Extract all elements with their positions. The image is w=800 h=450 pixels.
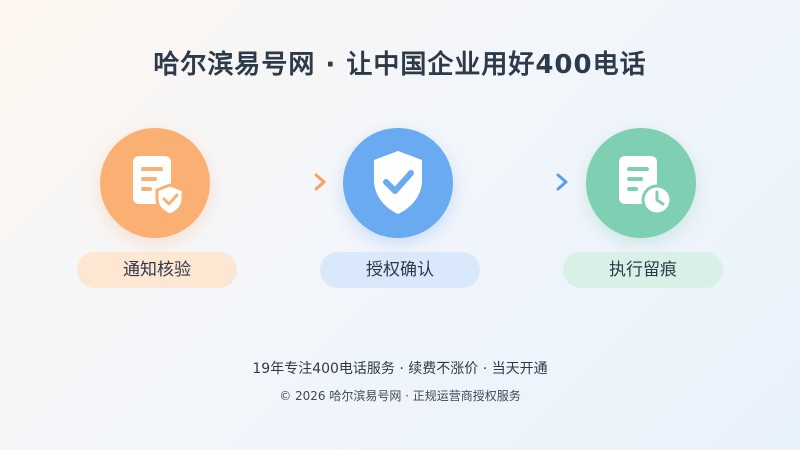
footer-copyright: © 2026 哈尔滨易号网 · 正规运营商授权服务: [279, 389, 521, 403]
page-title: 哈尔滨易号网 · 让中国企业用好400电话: [153, 50, 647, 80]
step-icon-circle: [100, 128, 210, 238]
step-label: 授权确认: [320, 252, 480, 288]
document-clock-icon: [619, 156, 673, 216]
step-icon-circle: [586, 128, 696, 238]
step-label: 执行留痕: [563, 252, 723, 288]
step-icon-circle: [343, 128, 453, 238]
step-label: 通知核验: [77, 252, 237, 288]
document-shield-icon: [133, 156, 185, 217]
shield-check-icon: [374, 151, 422, 214]
arrow-right-icon: [226, 173, 326, 191]
arrow-right-icon: [468, 173, 568, 191]
footer-tagline: 19年专注400电话服务 · 续费不涨价 · 当天开通: [252, 361, 548, 377]
